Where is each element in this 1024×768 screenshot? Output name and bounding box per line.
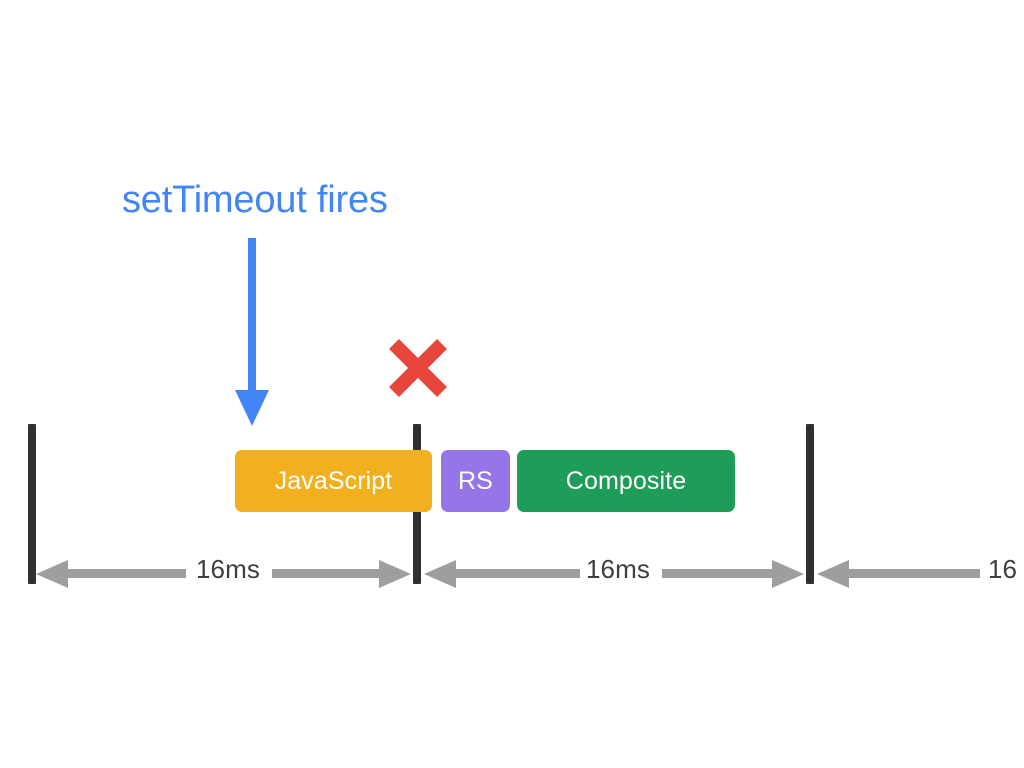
task-bar-javascript: JavaScript — [235, 450, 432, 512]
red-x-icon — [386, 336, 450, 400]
settimeout-annotation-label: setTimeout fires — [122, 179, 388, 221]
frame-boundary-tick-3 — [806, 424, 814, 584]
task-bar-rs: RS — [441, 450, 510, 512]
task-bar-composite: Composite — [517, 450, 735, 512]
down-arrow-icon — [232, 238, 272, 426]
interval-label-3: 16 — [988, 554, 1018, 584]
interval-measurements — [0, 552, 1024, 596]
interval-label-2: 16ms — [586, 554, 650, 584]
interval-label-1: 16ms — [196, 554, 260, 584]
frame-boundary-tick-1 — [28, 424, 36, 584]
